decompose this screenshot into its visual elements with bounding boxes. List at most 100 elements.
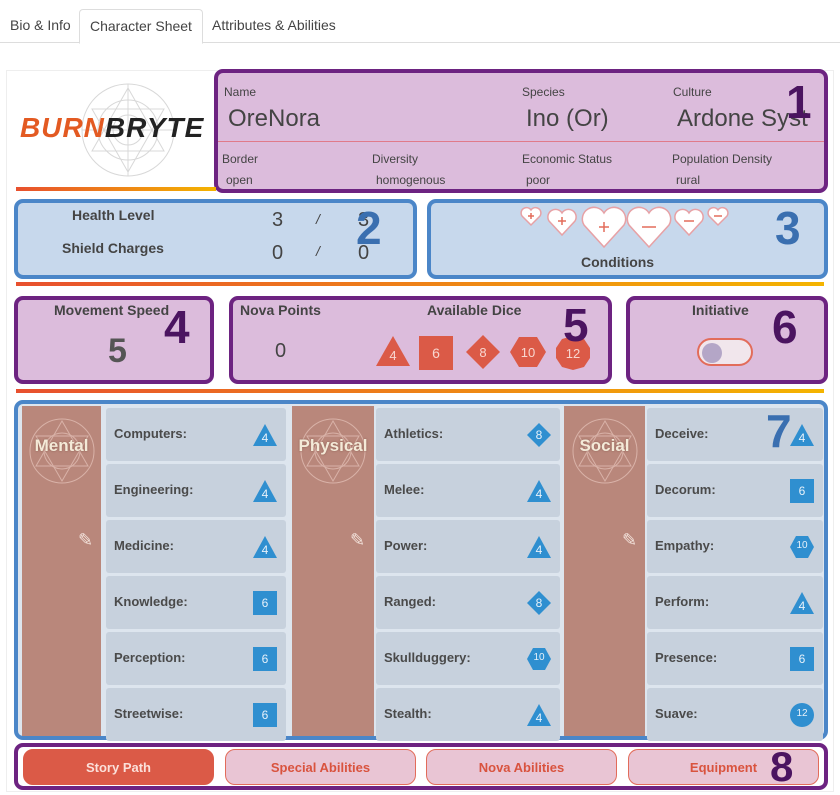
skill-row-skullduggery[interactable]: Skullduggery: 10 <box>376 632 560 685</box>
skill-row-medicine[interactable]: Medicine:4 <box>106 520 286 573</box>
shield-max: 0 <box>358 242 370 264</box>
health-current[interactable]: 3 <box>272 209 284 231</box>
d4-die-icon[interactable]: 4 <box>252 478 278 504</box>
skill-row-melee[interactable]: Melee: 4 <box>376 464 560 517</box>
skill-name: Decorum: <box>655 482 716 497</box>
d12-die-icon[interactable]: 12 <box>555 335 591 371</box>
skill-row-power[interactable]: Power: 4 <box>376 520 560 573</box>
d6-die-icon[interactable]: 6 <box>252 702 278 728</box>
conditions-panel: Conditions 3 <box>427 199 828 279</box>
tab-nova-abilities[interactable]: Nova Abilities <box>426 749 617 785</box>
d4-die-icon[interactable]: 4 <box>526 478 552 504</box>
skill-name: Stealth: <box>384 706 432 721</box>
skill-row-ranged[interactable]: Ranged:8 <box>376 576 560 629</box>
skill-row-presence[interactable]: Presence: 6 <box>647 632 823 685</box>
d10-die-icon[interactable]: 10 <box>789 534 815 560</box>
initiative-toggle[interactable] <box>697 338 753 366</box>
d8-die-icon[interactable]: 8 <box>465 334 501 370</box>
movement-value[interactable]: 5 <box>108 332 127 370</box>
tab-equipment[interactable]: Equipment <box>628 749 819 785</box>
tab-attributes-abilities[interactable]: Attributes & Abilities <box>212 17 336 33</box>
initiative-label: Initiative <box>692 302 749 318</box>
skill-row-computers[interactable]: Computers: 4 <box>106 408 286 461</box>
density-label: Population Density <box>672 152 773 166</box>
d6-die-icon[interactable]: 6 <box>252 590 278 616</box>
d12-die-icon[interactable]: 12 <box>789 702 815 728</box>
mental-title: Mental <box>34 436 89 455</box>
skill-row-stealth[interactable]: Stealth: 4 <box>376 688 560 741</box>
skill-row-knowledge[interactable]: Knowledge: 6 <box>106 576 286 629</box>
name-label: Name <box>224 85 257 99</box>
physical-edit-icon[interactable]: ✎ <box>350 530 366 550</box>
die-value: 6 <box>798 652 806 666</box>
skill-name: Presence: <box>655 650 718 665</box>
d4-die-icon[interactable]: 4 <box>252 422 278 448</box>
d6-die-icon[interactable]: 6 <box>789 478 815 504</box>
heart-small-minus-icon <box>674 208 704 237</box>
annotation-4: 4 <box>164 301 190 353</box>
skill-row-empathy[interactable]: Empathy:10 <box>647 520 823 573</box>
tab-bar: Bio & Info Character Sheet Attributes & … <box>0 0 840 44</box>
initiative-panel: Initiative 6 <box>626 296 828 384</box>
skill-row-perception[interactable]: Perception: 6 <box>106 632 286 685</box>
skill-name: Perform: <box>655 594 710 609</box>
d4-die-icon[interactable]: 4 <box>526 702 552 728</box>
d8-die-icon[interactable]: 8 <box>526 590 552 616</box>
culture-field[interactable]: Ardone Syst <box>677 105 808 132</box>
border-field[interactable]: open <box>226 173 253 187</box>
mental-edit-icon[interactable]: ✎ <box>78 530 94 550</box>
density-field[interactable]: rural <box>676 173 701 187</box>
die-value: 4 <box>261 487 269 501</box>
die-value: 4 <box>535 711 543 725</box>
d10-die-icon[interactable]: 10 <box>526 646 552 672</box>
skill-name: Perception: <box>114 650 186 665</box>
nova-points-value[interactable]: 0 <box>275 340 287 362</box>
logo: BURNBRYTE <box>18 82 214 182</box>
d4-die-icon[interactable]: 4 <box>526 534 552 560</box>
d6-die-icon[interactable]: 6 <box>789 646 815 672</box>
d8-die-icon[interactable]: 8 <box>526 422 552 448</box>
skill-name: Power: <box>384 538 428 553</box>
d6-die-icon[interactable]: 6 <box>252 646 278 672</box>
skill-name: Computers: <box>114 426 187 441</box>
die-value: 4 <box>261 431 269 445</box>
skill-row-suave[interactable]: Suave:12 <box>647 688 823 741</box>
skill-row-athletics[interactable]: Athletics:8 <box>376 408 560 461</box>
die-value: 4 <box>535 487 543 501</box>
physical-emblem-icon <box>300 418 366 484</box>
divider-bar <box>16 389 824 393</box>
skill-name: Skullduggery: <box>384 650 471 665</box>
tab-special-abilities[interactable]: Special Abilities <box>225 749 416 785</box>
name-field[interactable]: OreNora <box>228 105 321 132</box>
tab-bio-info[interactable]: Bio & Info <box>10 17 71 33</box>
skill-row-deceive[interactable]: Deceive:4 <box>647 408 823 461</box>
die-value: 4 <box>798 599 806 613</box>
shield-current[interactable]: 0 <box>272 242 284 264</box>
tab-story-path[interactable]: Story Path <box>23 749 214 785</box>
d6-die-icon[interactable]: 6 <box>419 336 453 370</box>
skill-row-engineering[interactable]: Engineering:4 <box>106 464 286 517</box>
species-label: Species <box>522 85 565 99</box>
d4-die-icon[interactable]: 4 <box>252 534 278 560</box>
social-edit-icon[interactable]: ✎ <box>622 530 638 550</box>
species-field[interactable]: Ino (Or) <box>526 105 609 132</box>
diversity-field[interactable]: homogenous <box>376 173 446 187</box>
skill-row-streetwise[interactable]: Streetwise:6 <box>106 688 286 741</box>
die-value: 6 <box>261 652 269 666</box>
d4-die-icon[interactable]: 4 <box>789 422 815 448</box>
skill-name: Melee: <box>384 482 425 497</box>
physical-column: Physical ✎ <box>292 406 374 736</box>
annotation-7: 7 <box>766 405 792 457</box>
skills-panel: Mental ✎ Physical ✎ Social ✎ Computers:4… <box>14 400 828 741</box>
diversity-label: Diversity <box>372 152 419 166</box>
annotation-5: 5 <box>563 299 589 351</box>
skill-row-perform[interactable]: Perform: 4 <box>647 576 823 629</box>
d4-die-icon[interactable]: 4 <box>789 590 815 616</box>
skill-row-decorum[interactable]: Decorum: 6 <box>647 464 823 517</box>
d10-die-icon[interactable]: 10 <box>509 336 547 368</box>
skill-name: Knowledge: <box>114 594 188 609</box>
economic-field[interactable]: poor <box>526 173 551 187</box>
d4-die-icon[interactable]: 4 <box>375 334 411 368</box>
health-panel: Health Level Shield Charges 3 / 3 0 / 0 … <box>14 199 417 279</box>
tab-character-sheet[interactable]: Character Sheet <box>79 9 203 44</box>
